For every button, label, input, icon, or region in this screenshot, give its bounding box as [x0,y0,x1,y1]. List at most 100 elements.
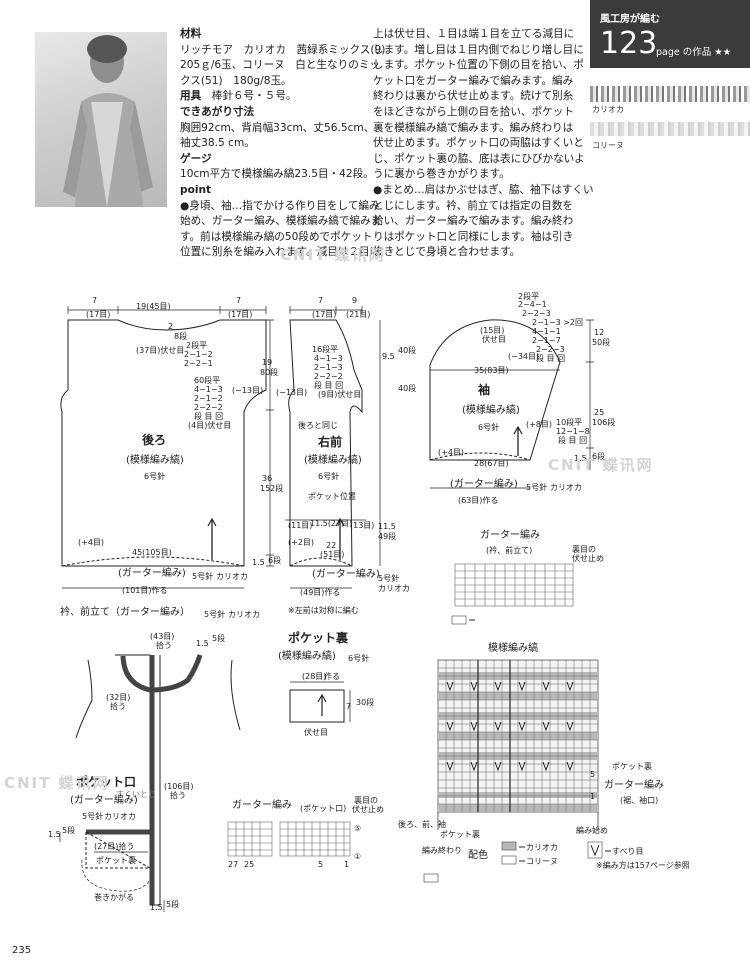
front-side-dim: 40段 [398,346,417,355]
collar-dim: 5段 [62,826,76,835]
pocket-back-height: 7 [346,702,352,711]
instruction-line: します。ポケット位置の下側の目を拾い、ポ [373,59,584,72]
stripe-chart-garter-sub: (裾、袖口) [620,796,659,805]
front-pocket-left: (11目) [288,521,313,530]
back-dim: 80段 [260,368,279,377]
sleeve-garter-yarn: カリオカ [550,483,582,492]
back-bottom-width: 45(105目) [132,548,172,557]
back-needle: 6号針 [144,472,166,481]
stripe-chart-row1: 1 [590,792,596,801]
front-neck-dec: 段 目 回 [314,381,344,390]
collar-pick: 拾う [156,641,172,650]
back-arm-dec: 2−2−2 [194,403,223,412]
front-bottom-stitches: (51目) [320,550,345,559]
sleeve-cap-dec: 2−2−3 [536,345,565,354]
back-title: 後ろ [142,433,167,447]
instruction-line: 抜きとじで身頃と合わせます。 [373,246,521,259]
pocket-mouth-needle: 5号針 [82,812,104,821]
back-garter-yarn: カリオカ [216,572,248,581]
watermark-text: CNIT 蝶讯网 [548,456,654,474]
back-neck-dec: 2−1−2 [184,350,213,359]
pocket-back-needle: 6号針 [348,654,370,663]
sleeve-bindoff: (15目) [480,326,505,335]
front-garter-needle: 5号針 [378,574,400,583]
sleeve-inc-rule: 段 目 回 [558,436,588,445]
sleeve-garter-needle: 5号針 [526,483,548,492]
front-arm-side: (−13目) [276,388,308,397]
garter-chart2-sub: (ポケット口) [300,804,347,813]
gauge-line: 10cm平方で模様編み縞23.5目・42段。 [180,168,374,181]
stripe-chart-title: 模様編み縞 [488,643,538,654]
pocket-back-rows: 30段 [356,698,375,707]
front-title: 右前 [318,435,343,449]
back-shoulder-width-right: 7 [236,296,242,305]
front-pocket-position: ポケット位置 [308,492,356,501]
back-garter-needle: 5号針 [192,572,214,581]
color-legend-cariocca: ＝カリオカ [518,843,558,852]
garter-chart2-row5: ⑤ [354,824,362,833]
back-dim: 36 [262,474,273,483]
back-cast-on: (101目)作る [122,586,168,595]
sleeve-inc2: (+4目) [438,448,465,457]
garter-chart2-col: 27 [228,860,239,869]
sleeve-dim: 106段 [592,418,616,427]
page-number: 235 [12,945,32,956]
instruction-line: 終わりは裏から伏せ止めます。続けて別糸 [373,90,574,103]
collar-needle: 5号針 [204,610,226,619]
pocket-mouth-sub: (ガーター編み) [70,795,138,806]
collar-pick: (32目) [106,693,131,702]
pocket-mouth-title: ポケット口 [76,775,137,789]
point-line: 始め、ガーター編み、模様編み縞で編みま [180,215,382,228]
page-header-box: 風工房が編む 123 page の作品 ★★ [590,0,750,68]
page-ref-number: 123 [600,26,658,61]
sleeve-cap-dec: 2−1−7 [532,336,561,345]
stripe-chart-row5: 5 [590,770,596,779]
slip-stitch-legend: ＝すべり目 [604,847,644,856]
back-pattern: (模様編み縞) [126,455,184,466]
front-pocket-note: 後ろと同じ [298,421,338,430]
front-neck-dec: 2−2−2 [314,372,343,381]
stripe-chart-start: 編み始め [576,826,608,835]
sleeve-bottom-width: 28(67目) [474,459,509,468]
instruction-line: りはポケット口と同様にします。袖は引き [373,230,574,243]
sleeve-dim: 12 [594,328,605,337]
instructions-column: 上は伏せ目、１目は端１目を立てる減目に します。増し目は１目内側でねじり増し目に… [373,27,594,261]
materials-line: クス(51) 180g/8玉。 [180,74,292,87]
front-shoulder-width: 7 [318,296,324,305]
front-needle: 6号針 [318,472,340,481]
back-arm-dec: 2−1−2 [194,394,223,403]
watermark-text: CNIT 蝶讯网 [280,246,386,264]
color-legend-title: 配色 [468,850,488,861]
collar-pick: 拾う [110,702,126,711]
finished-size-heading: できあがり寸法 [180,105,255,118]
collar-title: 衿、前立て（ガーター編み） [60,607,190,618]
point-line: ●身頃、袖…指でかける作り目をして編み [180,199,380,212]
sleeve-garter: (ガーター編み) [450,479,518,490]
point-line: 位置に別糸を編み入れます。減目は２目以 [180,246,381,259]
pocket-back-sub: (模様編み縞) [278,651,336,662]
finished-size-line: 胸囲92cm、背肩幅33cm、丈56.5cm、 [180,121,375,134]
back-dim: 6段 [268,556,282,565]
sleeve-inc-rule: 12−1−8 [556,427,590,436]
garter-chart2-note: 裏目の [354,796,378,805]
back-neck-width: 19(45目) [136,302,171,311]
yarn-label-cariocca: カリオカ [592,105,624,114]
front-mirror-note: ※左前は対称に編む [288,606,359,615]
back-inc: (+4目) [78,538,105,547]
yarn-label-corinne: コリーヌ [592,141,624,150]
garter-chart1-note: 裏目の [572,545,596,554]
sleeve-side-dec: (−34目) [508,352,540,361]
sleeve-dim: 6段 [592,452,606,461]
model-photo [35,32,167,207]
stripe-chart-pocket-back2: ポケット裏 [440,830,480,839]
model-figure [63,35,153,207]
front-garter-yarn: カリオカ [378,584,410,593]
gauge-heading: ゲージ [180,152,212,165]
front-neck-stitches: (21目) [346,310,371,319]
watermark-text: CNIT 蝶讯网 [4,774,110,792]
method-reference: ※編み方は157ページ参照 [596,861,690,870]
materials-line: リッチモア カリオカ 茜緑系ミックス(9) [180,43,386,56]
front-right-dim: 11.5 [378,522,396,531]
instruction-line: 伏せ止めます。ポケット口の両脇はすくいと [373,137,584,150]
instruction-line: 上は伏せ目、１目は端１目を立てる減目に [373,28,575,40]
